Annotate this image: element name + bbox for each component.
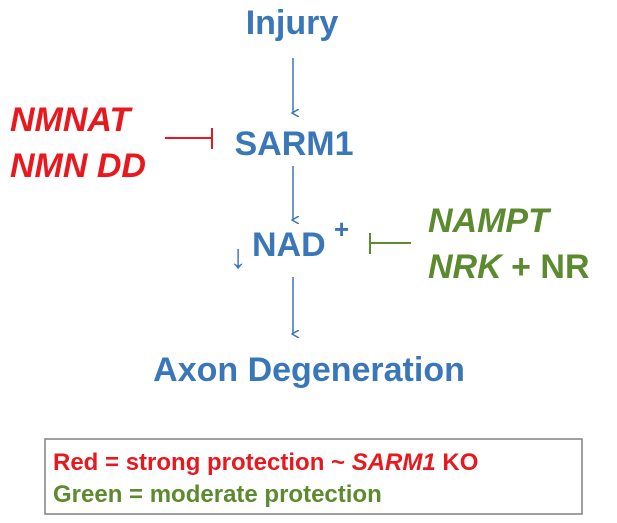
legend-box xyxy=(44,438,583,515)
node-nad-superscript: + xyxy=(334,214,349,244)
node-nad: NAD xyxy=(252,226,326,264)
red-inhibition-bar xyxy=(165,128,213,149)
node-sarm1: SARM1 xyxy=(234,125,353,163)
green-inhibitor-nrk-nr: NRK + NR xyxy=(428,248,590,286)
node-axon-degeneration: Axon Degeneration xyxy=(153,351,465,389)
legend-red-line: Red = strong protection ~ SARM1 KO xyxy=(53,449,478,476)
node-injury: Injury xyxy=(246,4,339,42)
red-inhibitor-nmnat: NMNAT xyxy=(10,101,133,139)
green-inhibitor-nr: + NR xyxy=(502,248,590,286)
node-nad-down-arrow: ↓ xyxy=(230,238,247,276)
red-inhibitor-nmn-dd: NMN DD xyxy=(10,147,146,185)
green-inhibitor-nrk: NRK xyxy=(428,248,504,286)
green-inhibition-bar xyxy=(369,233,411,254)
legend-green-line: Green = moderate protection xyxy=(53,481,382,508)
green-inhibitor-nampt: NAMPT xyxy=(428,202,552,240)
